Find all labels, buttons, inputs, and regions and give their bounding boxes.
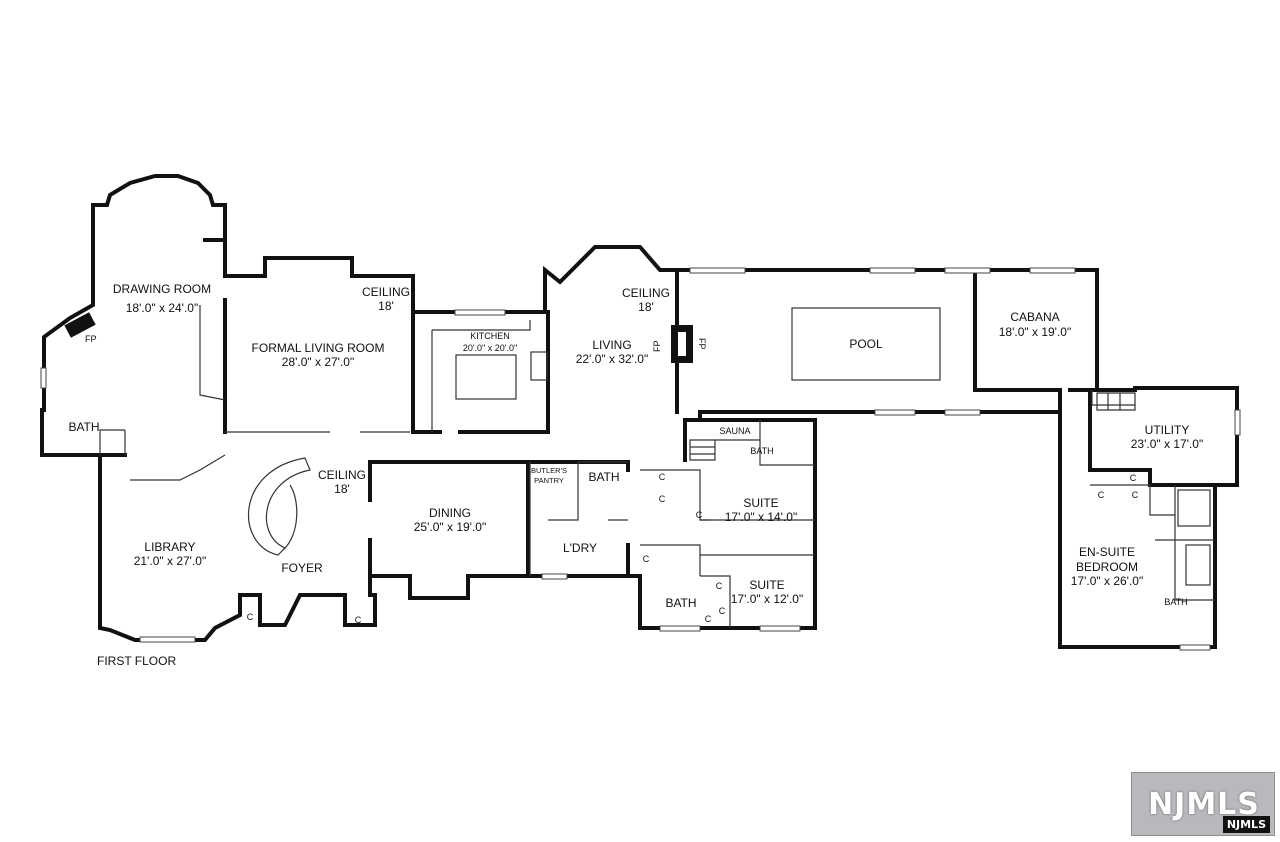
closet-label: C [643, 554, 650, 564]
bath-west-label: BATH [68, 420, 99, 434]
closet-label: C [659, 494, 666, 504]
bath-suite2-label: BATH [665, 596, 696, 610]
foyer-ceiling-label: CEILING [318, 468, 366, 482]
dining-name: DINING [429, 506, 471, 520]
living-name: LIVING [592, 338, 631, 352]
pantry-line2: PANTRY [534, 476, 564, 485]
suite2-dims: 17'.0" x 12'.0" [731, 592, 803, 606]
closet-label: C [696, 510, 703, 520]
pantry-line1: BUTLER'S [531, 466, 567, 475]
closet-label: C [247, 612, 254, 622]
closet-label: C [1098, 490, 1105, 500]
dining-dims: 25'.0" x 19'.0" [414, 520, 486, 534]
logo-sub-text: NJMLS [1222, 816, 1270, 833]
closet-label: C [716, 581, 723, 591]
formal-ceiling-height: 18' [378, 299, 394, 313]
drawing-room-dims: 18'.0" x 24'.0" [126, 301, 198, 315]
living-ceiling-height: 18' [638, 300, 654, 314]
windows [40, 267, 1241, 651]
drawing-room-name: DRAWING ROOM [113, 282, 211, 296]
fireplace-label: FP [652, 340, 662, 352]
bath-ensuite-label: BATH [1164, 597, 1187, 607]
suite1-dims: 17'.0" x 14'.0" [725, 510, 797, 524]
utility-name: UTILITY [1145, 423, 1190, 437]
njmls-logo: NJMLS NJMLS [1131, 772, 1275, 836]
ensuite-line1: EN-SUITE [1079, 545, 1135, 559]
closet-label: C [659, 472, 666, 482]
closet-label: C [1130, 473, 1137, 483]
ensuite-line2: BEDROOM [1076, 560, 1138, 574]
floor-label: FIRST FLOOR [97, 654, 176, 668]
ensuite-dims: 17'.0" x 26'.0" [1071, 574, 1143, 588]
library-name: LIBRARY [144, 540, 195, 554]
cabana-name: CABANA [1010, 310, 1059, 324]
kitchen-dims: 20'.0" x 20'.0" [463, 343, 517, 353]
room-labels: DRAWING ROOM 18'.0" x 24'.0" FORMAL LIVI… [68, 282, 1203, 610]
interior-walls [64, 305, 1215, 628]
suite1-name: SUITE [743, 496, 778, 510]
living-ceiling-label: CEILING [622, 286, 670, 300]
cabana-dims: 18'.0" x 19'.0" [999, 325, 1071, 339]
living-dims: 22'.0" x 32'.0" [576, 352, 648, 366]
closet-label: C [355, 615, 362, 625]
kitchen-name: KITCHEN [470, 331, 510, 341]
bath-pantry-label: BATH [588, 470, 619, 484]
closet-label: C [1132, 490, 1139, 500]
fireplace-label: FP [85, 334, 97, 344]
library-dims: 21'.0" x 27'.0" [134, 554, 206, 568]
fireplace-labels: FP FP FP [85, 334, 707, 352]
closet-label: C [705, 614, 712, 624]
pool-name: POOL [849, 337, 883, 351]
formal-ceiling-label: CEILING [362, 285, 410, 299]
foyer-ceiling-height: 18' [334, 482, 350, 496]
laundry-name: L'DRY [563, 541, 597, 555]
fireplace-label: FP [697, 338, 707, 350]
foyer-name: FOYER [281, 561, 323, 575]
closet-label: C [719, 606, 726, 616]
closet-labels: C C C C C C C C C C C C [247, 472, 1139, 625]
utility-dims: 23'.0" x 17'.0" [1131, 437, 1203, 451]
formal-living-dims: 28'.0" x 27'.0" [282, 355, 354, 369]
suite2-name: SUITE [749, 578, 784, 592]
bath-sauna-label: BATH [750, 446, 773, 456]
sauna-name: SAUNA [719, 426, 750, 436]
exterior-walls [40, 174, 1239, 649]
formal-living-name: FORMAL LIVING ROOM [252, 341, 385, 355]
